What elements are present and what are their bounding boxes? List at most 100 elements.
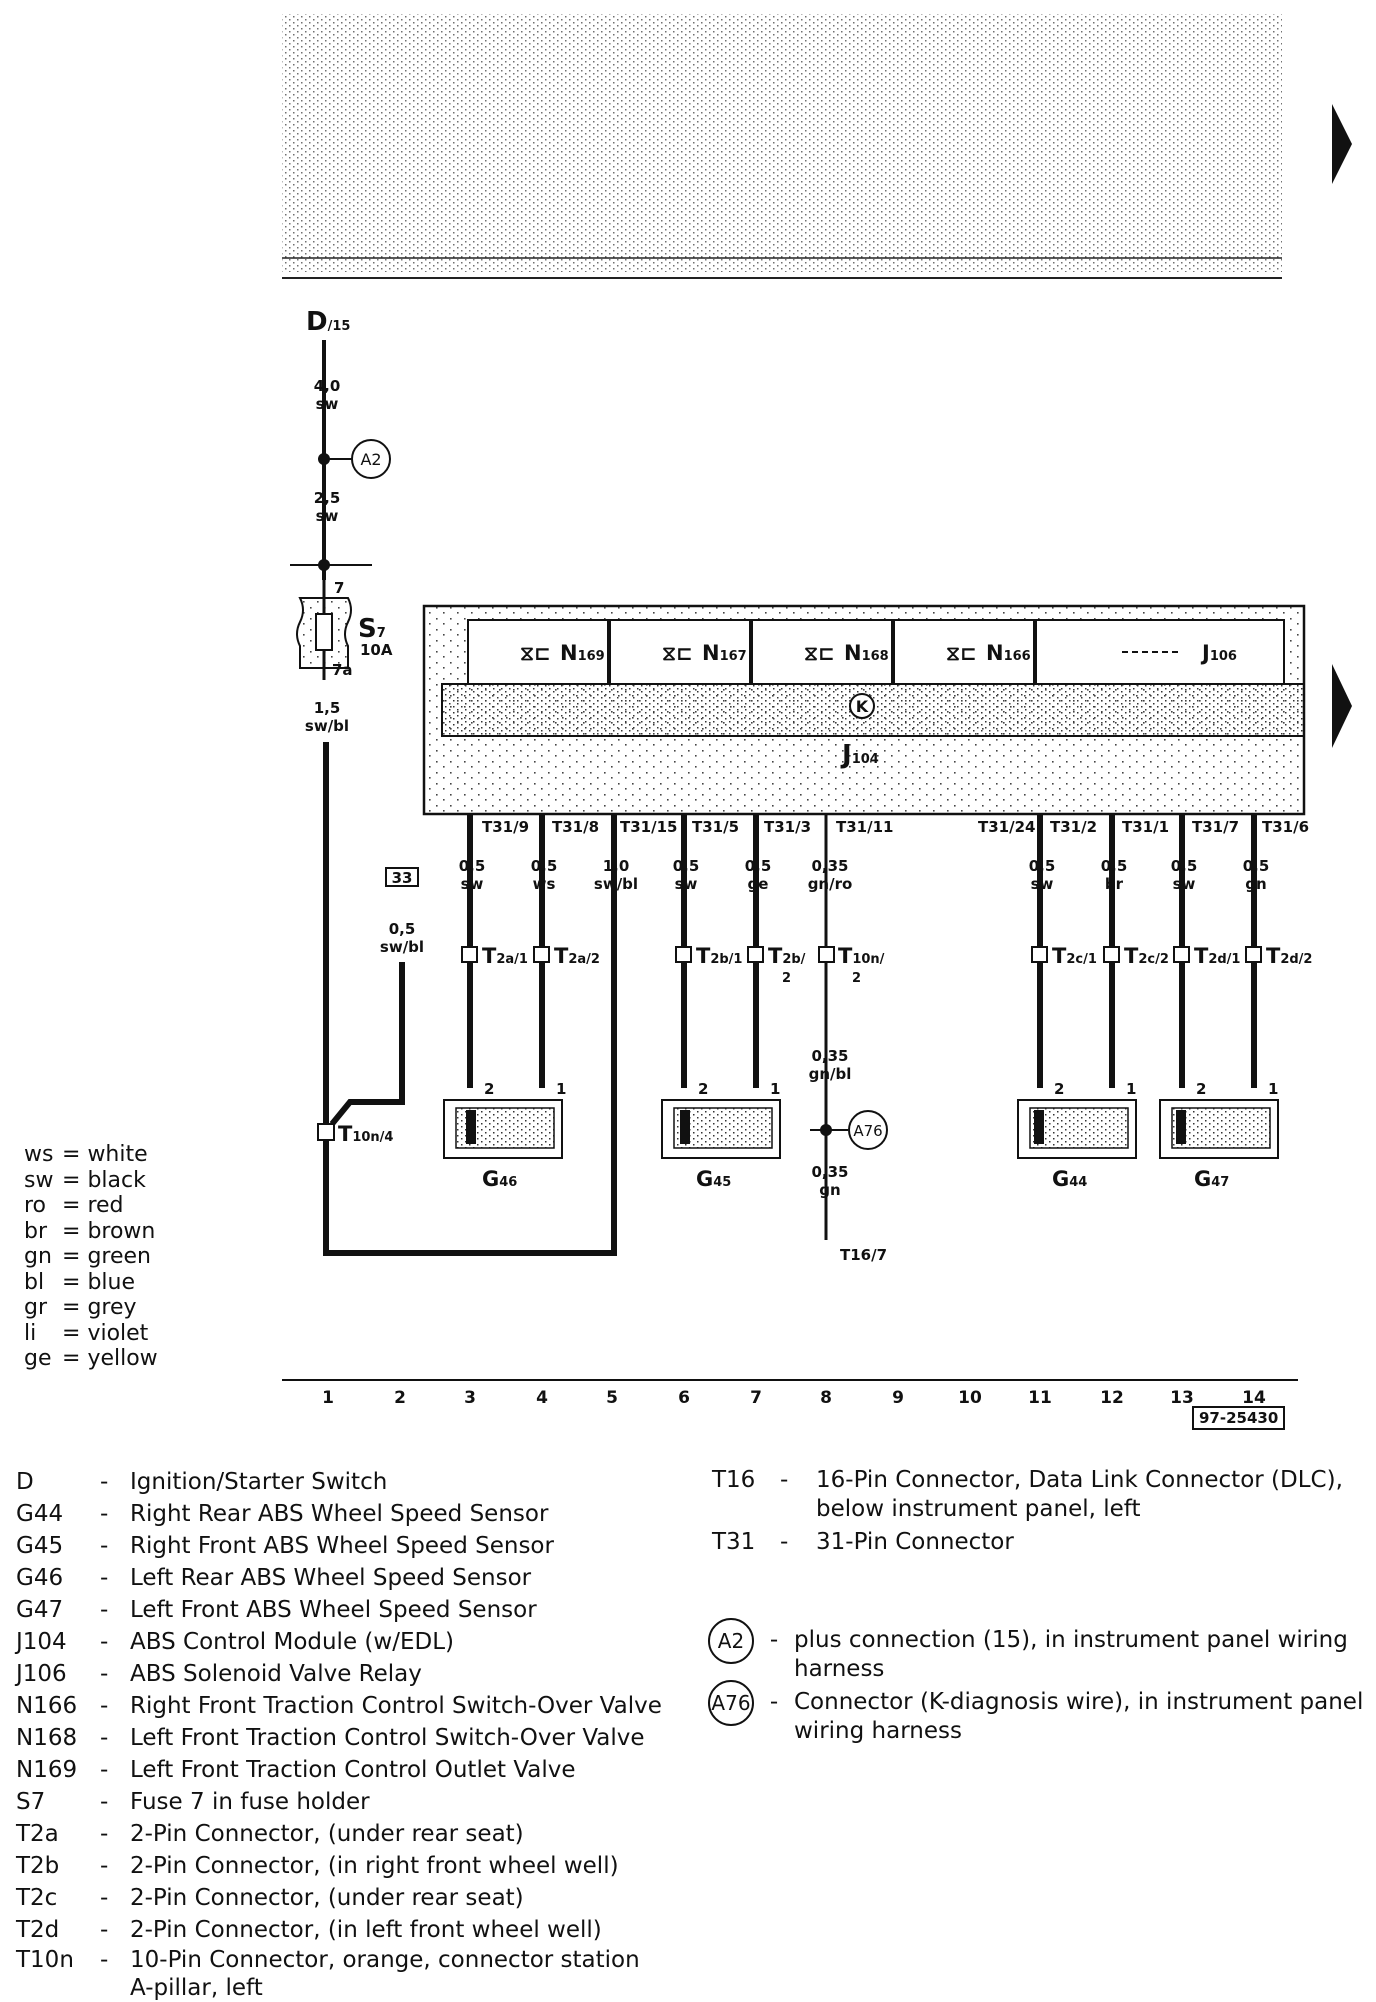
sensor-g45-label: G45 [696,1167,731,1191]
t16-label: T16/7 [840,1246,887,1264]
fuse-s7 [296,580,352,680]
svg-text:2: 2 [1054,1080,1064,1098]
svg-text:ge: ge [748,875,769,893]
svg-text:⧖⊏: ⧖⊏ [520,641,551,665]
component-row: N169-Left Front Traction Control Outlet … [16,1757,576,1783]
legend-row: ro= red [24,1193,124,1218]
svg-text:T31/24: T31/24 [978,818,1035,836]
legend-row: gr= grey [24,1295,137,1320]
component-row: S7-Fuse 7 in fuse holder [16,1789,370,1815]
sensor-g46-label: G46 [482,1167,517,1191]
color-legend: ws= white sw= black ro= red br= brown gn… [24,1142,158,1372]
component-row: J104-ABS Control Module (w/EDL) [16,1629,454,1655]
a76-location-icon: A76 [708,1680,754,1726]
svg-text:0,5: 0,5 [1171,857,1198,875]
valve-n167-label: N167 [702,641,747,665]
svg-text:0,5: 0,5 [1243,857,1270,875]
svg-text:T31/1: T31/1 [1122,818,1169,836]
location-row: A2 - plus connection (15), in instrument… [708,1618,1368,1684]
small-connectors [461,946,1262,963]
wire-color: sw [316,395,339,413]
svg-text:T31/8: T31/8 [552,818,599,836]
svg-text:T10n/: T10n/ [838,944,885,968]
branch-wire-labels: 0,5 sw 0,5 ws 1,0 sw/bl 0,5 sw 0,5 ge 0,… [459,857,1270,893]
component-row: T31-31-Pin Connector [712,1529,1014,1555]
legend-row: sw= black [24,1167,146,1193]
component-row: T2c-2-Pin Connector, (under rear seat) [16,1885,524,1911]
valve-n168-label: N168 [844,641,889,665]
branch-wires [467,814,1257,1240]
svg-text:T2d/1: T2d/1 [1194,944,1240,968]
component-row: D-Ignition/Starter Switch [16,1469,388,1495]
wire-size: 0,35 [811,1163,848,1181]
wire-color: sw/bl [380,938,424,956]
svg-text:⧖⊏: ⧖⊏ [804,641,835,665]
component-row: G46-Left Rear ABS Wheel Speed Sensor [16,1565,532,1591]
svg-text:T31/15: T31/15 [620,818,677,836]
column-number: 2 [394,1388,406,1408]
a2-location-icon: A2 [708,1618,754,1664]
svg-text:0,5: 0,5 [1101,857,1128,875]
svg-text:2: 2 [698,1080,708,1098]
legend-row: ge= yellow [24,1346,158,1371]
svg-text:T31/6: T31/6 [1262,818,1309,836]
svg-text:1: 1 [1268,1080,1278,1098]
sensor-pin-labels: 2 1 2 1 2 1 2 1 [484,1080,1278,1098]
svg-text:2: 2 [782,971,791,986]
svg-text:T2d/2: T2d/2 [1266,944,1312,968]
legend-row: ws= white [24,1142,148,1167]
relay-j106-label: J106 [1200,641,1237,665]
svg-text:T2a/1: T2a/1 [482,944,528,968]
column-number: 4 [536,1388,548,1408]
t10n4-label: T10n/4 [338,1122,393,1146]
svg-text:2: 2 [484,1080,494,1098]
svg-text:0,5: 0,5 [673,857,700,875]
valve-n166-label: N166 [986,641,1031,665]
wire-color: sw/bl [305,717,349,735]
a2-junction-dot [318,453,330,465]
legend-row: br= brown [24,1218,156,1244]
svg-text:T2a/2: T2a/2 [554,944,600,968]
svg-text:br: br [1105,875,1124,893]
valve-boxes: ⧖⊏ ⧖⊏ ⧖⊏ ⧖⊏ [467,619,1285,685]
a76-connector-icon [848,1110,888,1150]
legend-row: li= violet [24,1320,149,1346]
next-page-arrow-2[interactable] [1332,664,1352,748]
a76-junction-dot [820,1124,832,1136]
component-list-right: T16-16-Pin Connector, Data Link Connecto… [712,1466,1352,1561]
module-pin-labels: T31/9 T31/8 T31/15 T31/5 T31/3 T31/11 T3… [482,818,1309,836]
svg-text:T31/5: T31/5 [692,818,739,836]
sensor-boxes [443,1099,1279,1159]
valve-n169-label: N169 [560,641,605,665]
svg-text:gn/ro: gn/ro [808,875,853,893]
a76-label: A76 [853,1122,882,1140]
column-number: 10 [958,1388,982,1408]
svg-text:sw: sw [1031,875,1054,893]
column-number: 8 [820,1388,832,1408]
wire-color: gn/bl [809,1065,852,1083]
fuse-label: S7 [358,614,386,644]
svg-text:0,5: 0,5 [745,857,772,875]
column-number: 12 [1100,1388,1124,1408]
ref-box-label: 33 [392,869,413,887]
legend-row: bl= blue [24,1269,135,1295]
wire-color: sw [316,507,339,525]
svg-text:0,5: 0,5 [531,857,558,875]
next-page-arrow[interactable] [1332,104,1352,184]
column-number: 13 [1170,1388,1194,1408]
wire-size: 0,35 [811,1047,848,1065]
location-row: A76 - Connector (K-diagnosis wire), in i… [708,1680,1368,1746]
sensor-g47-label: G47 [1194,1167,1229,1191]
wire-size: 2,5 [314,489,341,507]
component-row: J106-ABS Solenoid Valve Relay [16,1661,422,1687]
svg-text:2: 2 [852,971,861,986]
svg-text:K: K [856,697,869,716]
svg-text:T31/7: T31/7 [1192,818,1239,836]
a2-connector-icon [351,439,391,479]
svg-text:0,5: 0,5 [459,857,486,875]
column-number: 7 [750,1388,762,1408]
svg-text:ws: ws [533,875,556,893]
ignition-switch-label: D/15 [306,307,350,337]
svg-text:T2c/2: T2c/2 [1124,944,1169,968]
